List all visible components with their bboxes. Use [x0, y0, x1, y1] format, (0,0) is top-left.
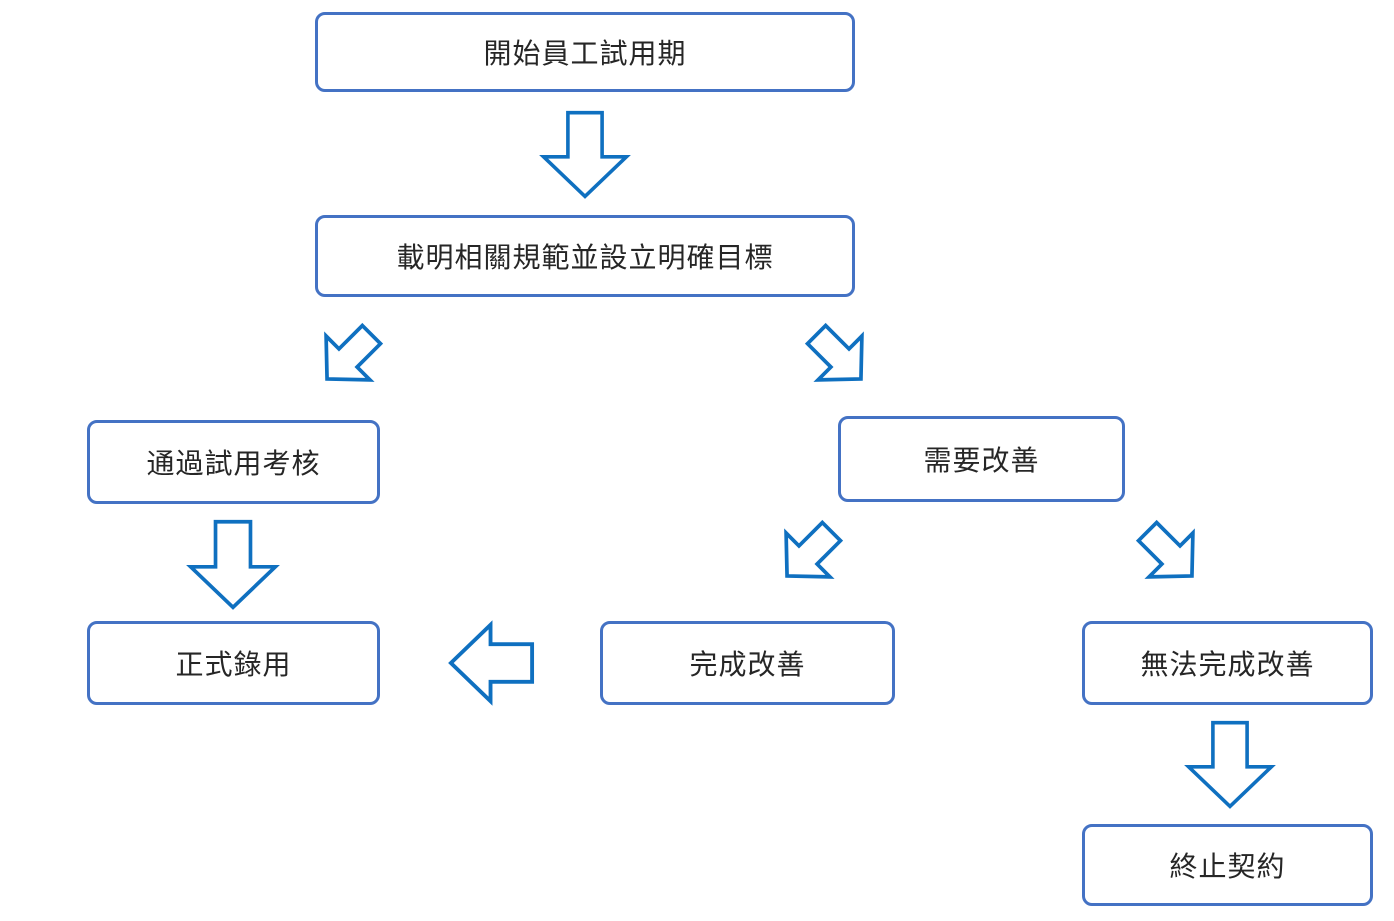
- arrow-start-to-set-rules: [539, 110, 631, 199]
- arrow-improvement-failed-to-terminate-contract: [1184, 720, 1276, 809]
- flow-node-improvement-done: 完成改善: [600, 621, 895, 705]
- arrow-pass-review-to-official-hire: [186, 519, 280, 610]
- arrow-needs-improvement-to-improvement-failed: [1135, 519, 1195, 579]
- flow-node-improvement-failed: 無法完成改善: [1082, 621, 1373, 705]
- arrow-needs-improvement-to-improvement-done: [784, 519, 844, 579]
- arrow-set-rules-to-pass-review: [324, 322, 384, 382]
- flow-node-needs-improvement: 需要改善: [838, 416, 1125, 502]
- flow-node-start: 開始員工試用期: [315, 12, 855, 92]
- arrow-improvement-done-to-official-hire: [448, 620, 535, 706]
- arrow-set-rules-to-needs-improvement: [804, 322, 864, 382]
- flow-node-pass-review: 通過試用考核: [87, 420, 380, 504]
- flow-node-official-hire: 正式錄用: [87, 621, 380, 705]
- flow-node-set-rules: 載明相關規範並設立明確目標: [315, 215, 855, 297]
- flow-node-terminate-contract: 終止契約: [1082, 824, 1373, 906]
